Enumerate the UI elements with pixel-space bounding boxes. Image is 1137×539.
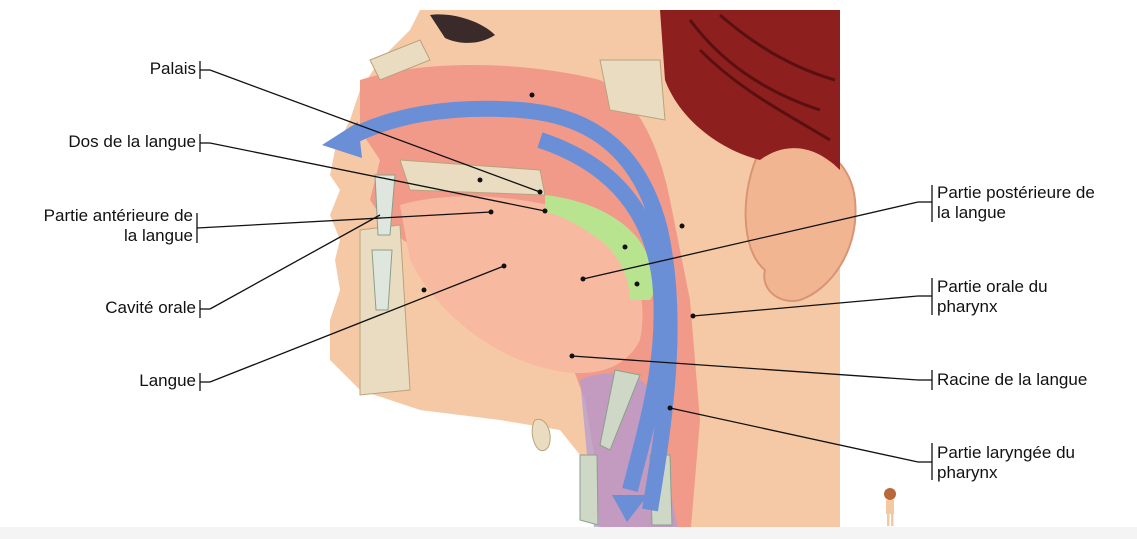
label-partie-orale-2: pharynx	[937, 297, 997, 317]
label-partie-anterieure-1: Partie antérieure de	[44, 206, 193, 226]
label-partie-posterieure-2: la langue	[937, 203, 1006, 223]
person-icon	[884, 488, 896, 526]
bottom-strip	[0, 527, 1137, 539]
tooth-lower	[372, 250, 392, 310]
label-partie-orale-1: Partie orale du	[937, 277, 1048, 297]
label-palais: Palais	[150, 59, 196, 79]
label-partie-anterieure-2: la langue	[124, 226, 193, 246]
label-racine: Racine de la langue	[937, 370, 1087, 390]
cricoid	[580, 455, 598, 525]
label-partie-laryngee-2: pharynx	[937, 463, 997, 483]
label-langue: Langue	[139, 371, 196, 391]
label-dos-langue: Dos de la langue	[68, 132, 196, 152]
label-partie-posterieure-1: Partie postérieure de	[937, 183, 1095, 203]
label-cavite-orale: Cavité orale	[105, 298, 196, 318]
label-partie-laryngee-1: Partie laryngée du	[937, 443, 1075, 463]
